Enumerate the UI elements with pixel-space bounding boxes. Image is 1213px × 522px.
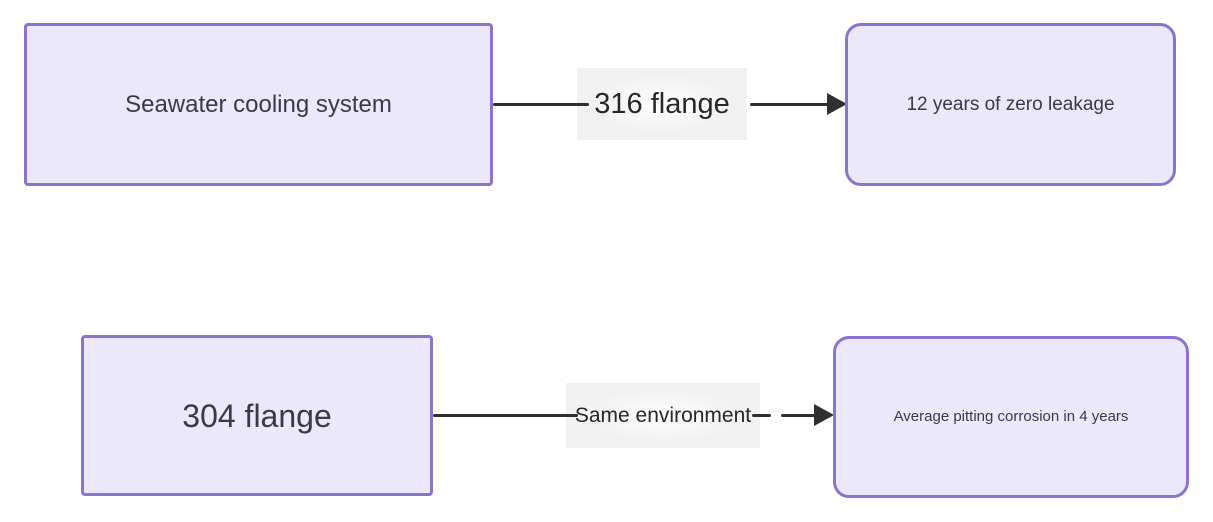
- edge-label-text: Same environment: [574, 403, 752, 427]
- node-12-years-of-zero-leakage: 12 years of zero leakage: [845, 23, 1176, 186]
- edge-line-segment: [781, 413, 820, 417]
- node-seawater-cooling-system: Seawater cooling system: [24, 23, 493, 186]
- node-label: Average pitting corrosion in 4 years: [893, 407, 1129, 425]
- edge-line-segment: [752, 413, 771, 417]
- edge-label-316-flange: 316 flange: [577, 68, 747, 140]
- edge-line-segment: [433, 413, 578, 417]
- node-304-flange: 304 flange: [81, 335, 433, 496]
- node-label: 12 years of zero leakage: [906, 93, 1115, 115]
- edge-line-segment: [750, 102, 830, 106]
- edge-label-same-environment: Same environment: [566, 383, 760, 448]
- edge-line-segment: [493, 102, 589, 106]
- node-label: 304 flange: [182, 397, 332, 434]
- edge-label-text: 316 flange: [594, 87, 730, 120]
- arrowhead-icon: [827, 93, 847, 116]
- arrowhead-icon: [814, 404, 834, 427]
- node-average-pitting-corrosion: Average pitting corrosion in 4 years: [833, 336, 1189, 498]
- node-label: Seawater cooling system: [125, 90, 392, 118]
